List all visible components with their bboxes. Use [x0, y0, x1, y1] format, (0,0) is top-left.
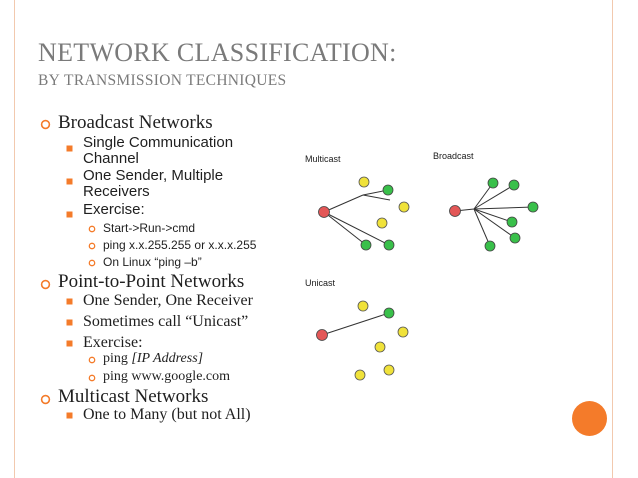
sender-node — [318, 206, 330, 218]
receiver-node — [383, 307, 395, 319]
sender-node — [449, 205, 461, 217]
bullet-dot-icon — [66, 298, 73, 305]
bullet-broadcast-networks: Broadcast Networks — [58, 112, 213, 133]
bullet-ring-small-icon — [88, 356, 96, 364]
bullet-one-sender-line2: Receivers — [83, 183, 150, 200]
bullet-dot-icon — [66, 178, 73, 185]
slide-subtitle: BY TRANSMISSION TECHNIQUES — [38, 72, 287, 89]
bullet-list: Broadcast Networks Single Communication … — [0, 0, 300, 478]
multicast-label: Multicast — [305, 154, 341, 164]
receiver-node — [527, 201, 539, 213]
bullet-ring-small-icon — [88, 259, 96, 267]
bullet-ring-icon — [40, 119, 51, 130]
bullet-ping-google: ping www.google.com — [103, 369, 231, 384]
broadcast-label: Broadcast — [433, 151, 474, 161]
bullet-dot-icon — [66, 340, 73, 347]
bullet-dot-icon — [66, 319, 73, 326]
receiver-node — [508, 179, 520, 191]
bullet-one-sender-line1: One Sender, Multiple — [83, 167, 224, 184]
receiver-node — [509, 232, 521, 244]
bullet-dot-icon — [66, 412, 73, 419]
bullet-exercise: Exercise: — [83, 201, 145, 218]
bullet-ring-small-icon — [88, 225, 96, 233]
bullet-one-sender-one-receiver: One Sender, One Receiver — [83, 292, 253, 309]
bullet-single-channel-line1: Single Communication — [83, 134, 234, 151]
receiver-node — [376, 217, 388, 229]
receiver-node — [354, 369, 366, 381]
bullet-multicast-networks: Multicast Networks — [58, 386, 209, 407]
bullet-ping-broadcast: ping x.x.255.255 or x.x.x.255 — [103, 238, 257, 252]
bullet-linux-ping: On Linux “ping –b” — [103, 255, 202, 269]
receiver-node — [397, 326, 409, 338]
bullet-dot-icon — [66, 145, 73, 152]
unicast-diagram — [316, 300, 409, 381]
left-border-line — [14, 0, 15, 478]
receiver-node — [382, 184, 394, 196]
bullet-single-channel-line2: Channel — [83, 150, 139, 167]
receiver-node — [506, 216, 518, 228]
bullet-one-to-many: One to Many (but not All) — [83, 406, 251, 423]
bullet-ring-icon — [40, 394, 51, 405]
receiver-node — [358, 176, 370, 188]
bullet-dot-icon — [66, 211, 73, 218]
receiver-node — [357, 300, 369, 312]
broadcast-diagram — [449, 177, 539, 252]
receiver-node — [383, 364, 395, 376]
bullet-start-run-cmd: Start->Run->cmd — [103, 221, 196, 235]
transmission-diagram: Multicast Broadcast Unicast — [305, 151, 539, 381]
multicast-diagram — [318, 176, 410, 251]
receiver-node — [360, 239, 372, 251]
bullet-ring-small-icon — [88, 374, 96, 382]
bullet-unicast-note: Sometimes call “Unicast” — [83, 313, 249, 330]
unicast-label: Unicast — [305, 278, 336, 288]
right-border-line — [612, 0, 613, 478]
bullet-ring-icon — [40, 279, 51, 290]
receiver-node — [383, 239, 395, 251]
bullet-ping-ip: ping [IP Address] — [103, 351, 204, 366]
receiver-node — [374, 341, 386, 353]
bullet-ring-small-icon — [88, 242, 96, 250]
receiver-node — [398, 201, 410, 213]
receiver-node — [487, 177, 499, 189]
slide-title: NETWORK CLASSIFICATION: — [38, 38, 397, 67]
decorative-orange-circle — [572, 401, 607, 436]
bullet-p2p-exercise: Exercise: — [83, 334, 143, 351]
bullet-point-to-point-networks: Point-to-Point Networks — [58, 271, 245, 292]
sender-node — [316, 329, 328, 341]
receiver-node — [484, 240, 496, 252]
